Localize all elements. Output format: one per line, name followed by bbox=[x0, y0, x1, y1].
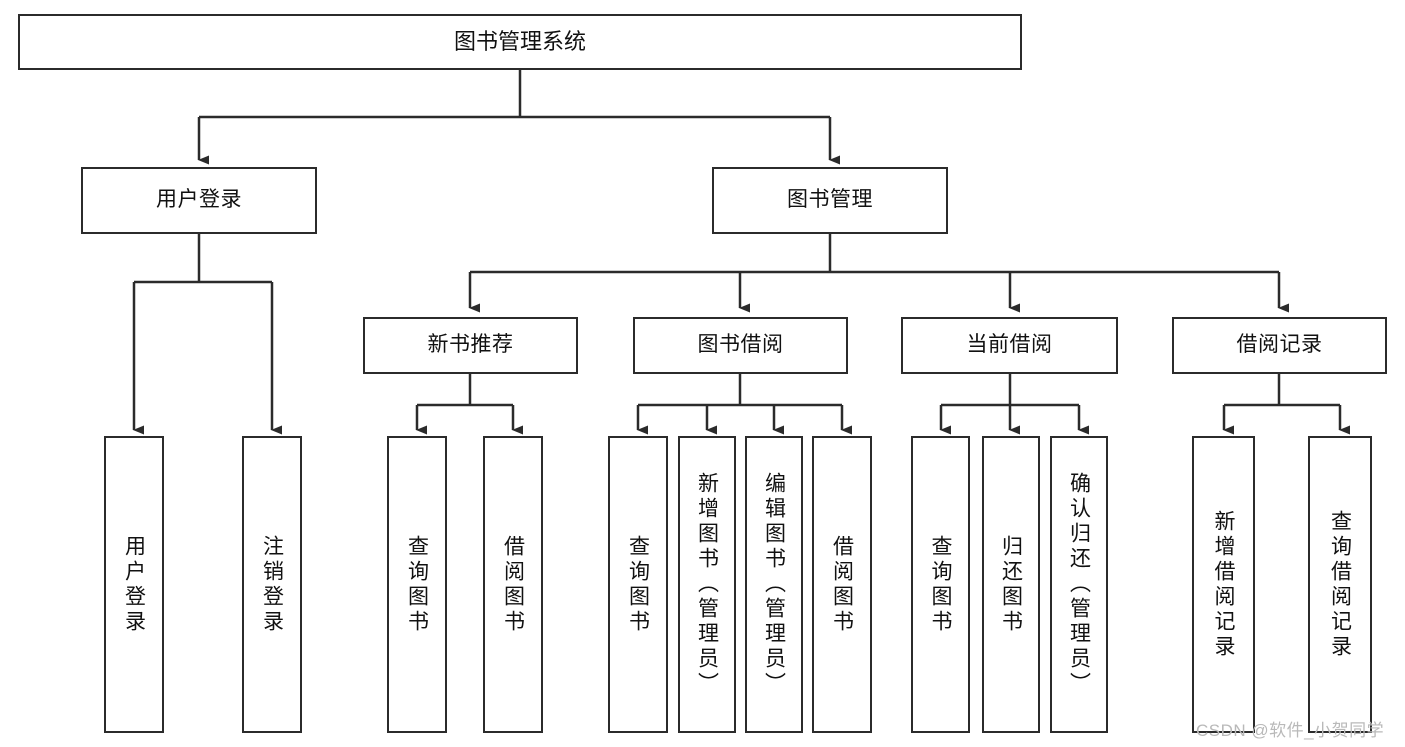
node-root-system[interactable]: 图书管理系统 bbox=[18, 14, 1022, 70]
leaf-current-borrow-query[interactable]: 查询图书 bbox=[911, 436, 970, 733]
leaf-user-login-login[interactable]: 用户登录 bbox=[104, 436, 164, 733]
leaf-borrow-record-query[interactable]: 查询借阅记录 bbox=[1308, 436, 1372, 733]
leaf-book-borrow-edit[interactable]: 编辑图书（管理员） bbox=[745, 436, 803, 733]
leaf-borrow-record-query-label: 查询借阅记录 bbox=[1328, 509, 1352, 660]
node-user-login-label: 用户登录 bbox=[156, 188, 242, 212]
node-current-borrow-label: 当前借阅 bbox=[966, 333, 1053, 357]
leaf-current-borrow-confirm[interactable]: 确认归还（管理员） bbox=[1050, 436, 1108, 733]
leaf-user-login-logout[interactable]: 注销登录 bbox=[242, 436, 302, 733]
leaf-book-borrow-query[interactable]: 查询图书 bbox=[608, 436, 668, 733]
node-book-manage-label: 图书管理 bbox=[787, 188, 873, 212]
node-borrow-record-label: 借阅记录 bbox=[1236, 333, 1323, 357]
leaf-user-login-login-label: 用户登录 bbox=[122, 534, 146, 635]
leaf-user-login-logout-label: 注销登录 bbox=[260, 534, 284, 635]
leaf-new-book-borrow-label: 借阅图书 bbox=[501, 534, 525, 635]
node-root-system-label: 图书管理系统 bbox=[453, 29, 586, 55]
leaf-book-borrow-borrow-label: 借阅图书 bbox=[830, 534, 854, 635]
leaf-borrow-record-add-label: 新增借阅记录 bbox=[1212, 509, 1235, 660]
leaf-book-borrow-edit-label: 编辑图书（管理员） bbox=[762, 472, 786, 697]
leaf-book-borrow-add-label: 新增图书（管理员） bbox=[695, 472, 719, 697]
leaf-current-borrow-confirm-label: 确认归还（管理员） bbox=[1067, 472, 1091, 697]
leaf-new-book-borrow[interactable]: 借阅图书 bbox=[483, 436, 543, 733]
node-book-borrow[interactable]: 图书借阅 bbox=[633, 317, 848, 374]
node-book-borrow-label: 图书借阅 bbox=[697, 333, 784, 357]
leaf-current-borrow-query-label: 查询图书 bbox=[929, 534, 952, 635]
leaf-book-borrow-query-label: 查询图书 bbox=[626, 534, 650, 635]
leaf-new-book-query-label: 查询图书 bbox=[405, 534, 429, 635]
leaf-current-borrow-return-label: 归还图书 bbox=[999, 534, 1023, 635]
leaf-book-borrow-add[interactable]: 新增图书（管理员） bbox=[678, 436, 736, 733]
node-new-book-recommend[interactable]: 新书推荐 bbox=[363, 317, 578, 374]
node-book-manage[interactable]: 图书管理 bbox=[712, 167, 948, 234]
leaf-borrow-record-add[interactable]: 新增借阅记录 bbox=[1192, 436, 1255, 733]
node-current-borrow[interactable]: 当前借阅 bbox=[901, 317, 1118, 374]
node-new-book-recommend-label: 新书推荐 bbox=[427, 333, 514, 357]
csdn-watermark: CSDN @软件_小贺同学 bbox=[1196, 721, 1385, 740]
leaf-book-borrow-borrow[interactable]: 借阅图书 bbox=[812, 436, 872, 733]
node-user-login[interactable]: 用户登录 bbox=[81, 167, 317, 234]
leaf-current-borrow-return[interactable]: 归还图书 bbox=[982, 436, 1040, 733]
node-borrow-record[interactable]: 借阅记录 bbox=[1172, 317, 1387, 374]
leaf-new-book-query[interactable]: 查询图书 bbox=[387, 436, 447, 733]
